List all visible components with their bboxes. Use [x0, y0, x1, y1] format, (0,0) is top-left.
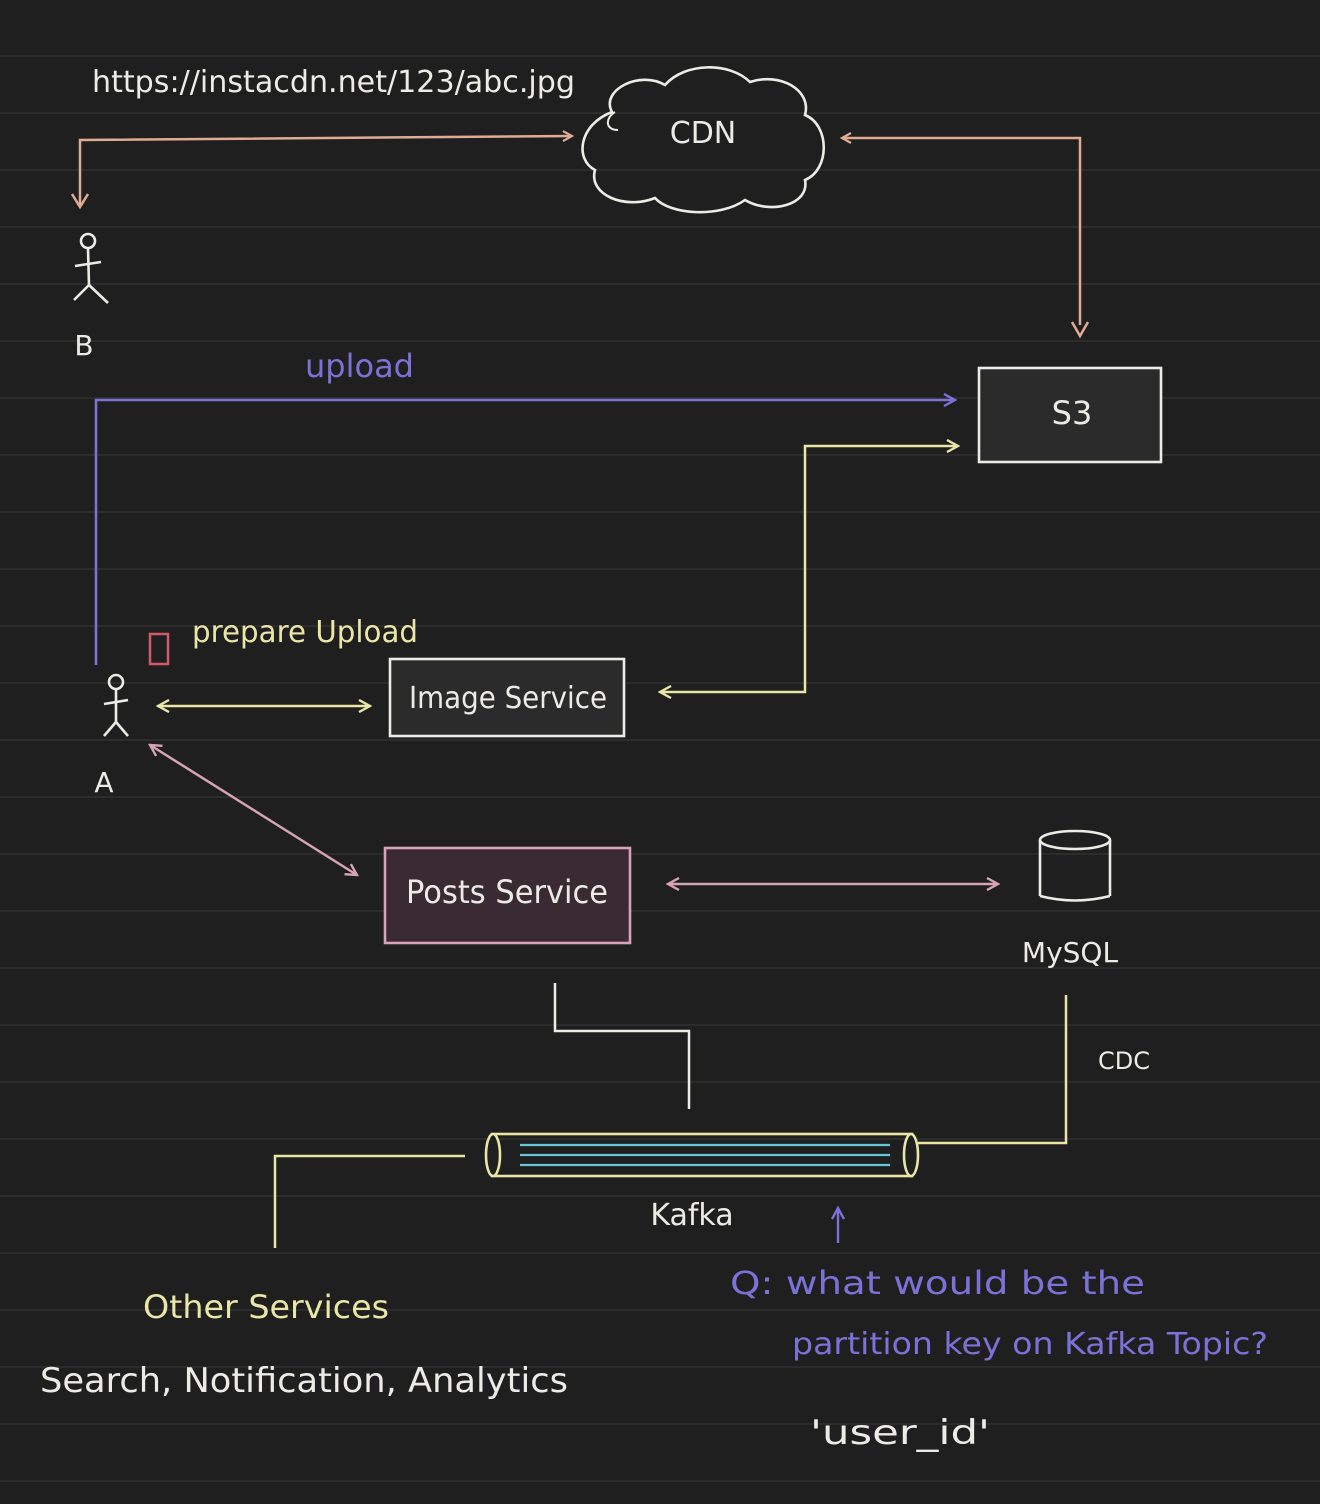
kafka-label: Kafka — [650, 1198, 733, 1233]
edge-s3-cdn — [842, 138, 1082, 325]
actor-b-label: B — [74, 329, 93, 362]
kafka-pipe — [484, 1132, 920, 1178]
mysql-cylinder — [1038, 829, 1112, 902]
edge-cdn-s3-arrowhead — [1070, 321, 1090, 339]
edge-kafka-other-services — [273, 1154, 465, 1248]
prepare-upload-marker — [148, 632, 170, 666]
posts-service-box — [383, 846, 632, 945]
s3-box — [977, 366, 1163, 464]
edge-cdn-user-b-arrowhead — [70, 193, 90, 210]
cdn-cloud-curl — [606, 111, 619, 131]
url-label: https://instacdn.net/123/abc.jpg — [92, 65, 575, 100]
other-services-list: Search, Notification, Analytics — [40, 1361, 568, 1401]
cdc-label: CDC — [1098, 1047, 1150, 1075]
question-line-2: partition key on Kafka Topic? — [792, 1327, 1268, 1362]
actor-b-figure — [73, 232, 109, 304]
other-services-title: Other Services — [143, 1288, 389, 1326]
mysql-label: MySQL — [1022, 936, 1119, 969]
s3-label: S3 — [1052, 394, 1093, 432]
edge-upload-a-s3 — [94, 400, 955, 665]
actor-a-figure — [103, 673, 129, 737]
question-answer: 'user_id' — [810, 1413, 990, 1453]
edge-image-service-s3 — [660, 446, 958, 692]
cdn-label: CDN — [670, 116, 737, 151]
prepare-upload-label: prepare Upload — [192, 615, 418, 650]
question-line-1: Q: what would be the — [730, 1264, 1145, 1302]
image-service-box — [388, 657, 626, 738]
upload-label: upload — [305, 347, 414, 385]
edge-posts-service-kafka — [553, 983, 691, 1109]
image-service-label: Image Service — [409, 681, 607, 716]
posts-service-label: Posts Service — [406, 873, 608, 911]
actor-a-label: A — [94, 766, 113, 799]
edge-a-posts-service — [150, 745, 357, 875]
edge-mysql-cdc-kafka — [918, 995, 1068, 1145]
edge-user-b-cdn — [78, 136, 572, 205]
cdn-cloud-shape — [581, 66, 826, 214]
